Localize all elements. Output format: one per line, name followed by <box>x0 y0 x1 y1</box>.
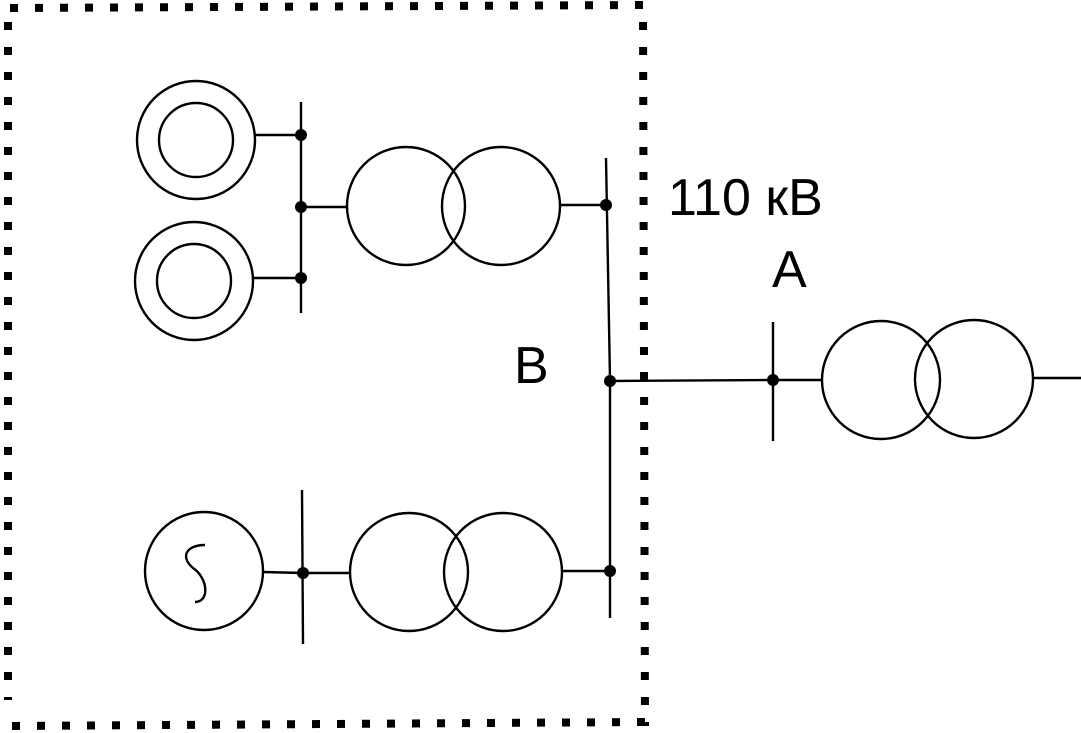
transformer-upper <box>345 145 606 267</box>
compensator-lower <box>133 220 301 342</box>
junction-dot <box>600 199 612 211</box>
junction-dot <box>604 375 616 387</box>
generator-tilde-icon <box>184 543 207 604</box>
voltage-label: 110 кВ <box>668 169 823 227</box>
plant-boundary <box>4 0 650 730</box>
junction-dot <box>295 201 307 213</box>
junction-dot <box>297 567 309 579</box>
junction-dots <box>295 129 779 579</box>
junction-dot <box>767 374 779 386</box>
line-b-to-a <box>609 378 774 383</box>
lower-gen-bus <box>300 489 305 645</box>
bus-b-label: В <box>514 337 549 395</box>
bus-a-label: А <box>772 241 807 299</box>
junction-dot <box>604 565 616 577</box>
junction-dot <box>295 129 307 141</box>
transformer-lower <box>348 511 610 633</box>
generator <box>143 510 304 632</box>
junction-dot <box>295 272 307 284</box>
hv-bus-b <box>604 157 612 618</box>
transformer-load <box>820 318 1081 441</box>
compensator-upper <box>135 79 301 201</box>
